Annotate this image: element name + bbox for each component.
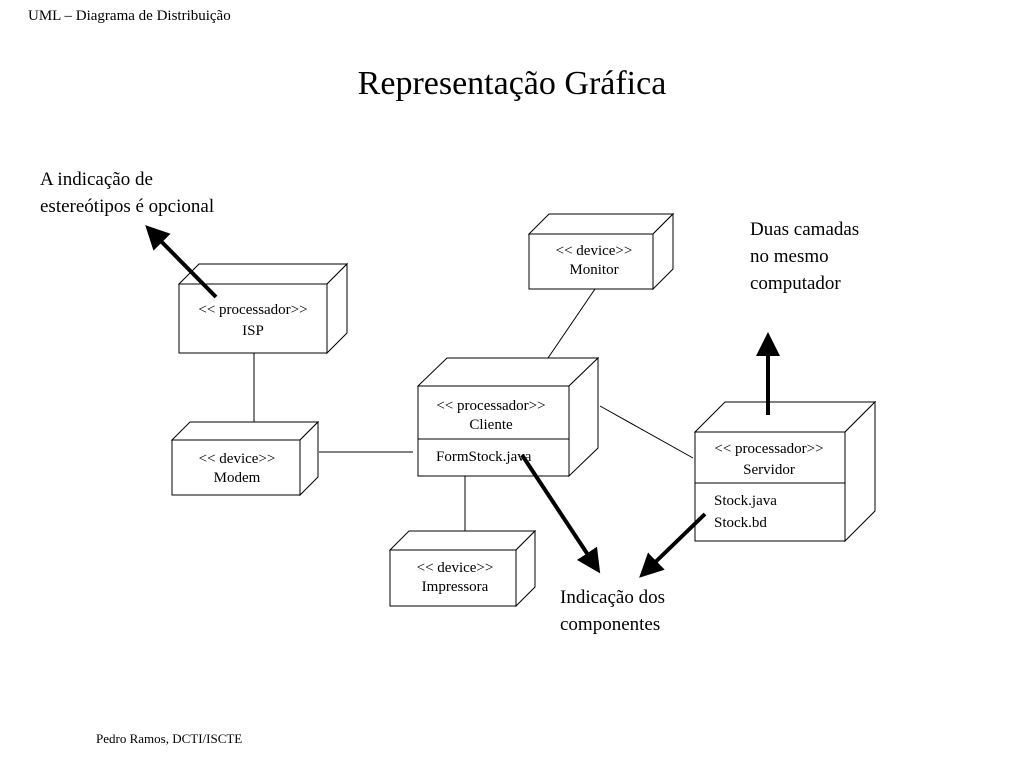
slide-footer: Pedro Ramos, DCTI/ISCTE (96, 731, 243, 746)
arrow-component-cliente (520, 453, 601, 574)
node-servidor: << processador>> Servidor Stock.java Sto… (693, 400, 877, 543)
node-isp-stereotype: << processador>> (198, 302, 307, 318)
node-servidor-name: Servidor (743, 462, 795, 478)
slide-header: UML – Diagrama de Distribuição (28, 8, 231, 24)
node-modem-stereotype: << device>> (199, 451, 276, 467)
node-impressora: << device>> Impressora (388, 529, 537, 608)
link-monitor-cliente (547, 288, 596, 359)
note-stereotypes: A indicação de estereótipos é opcional (40, 169, 215, 217)
node-monitor: << device>> Monitor (527, 212, 675, 291)
component-stock-bd: Stock.bd (714, 515, 767, 531)
component-stock-java: Stock.java (714, 493, 777, 509)
node-servidor-stereotype: << processador>> (714, 441, 823, 457)
arrow-component-servidor (639, 512, 707, 578)
slide-title: Representação Gráfica (357, 65, 667, 102)
node-isp: << processador>> ISP (177, 262, 349, 355)
note-components: Indicação dos componentes (560, 587, 665, 635)
node-cliente: << processador>> Cliente FormStock.java (416, 356, 600, 478)
node-modem: << device>> Modem (170, 420, 320, 497)
node-impressora-stereotype: << device>> (417, 560, 494, 576)
link-cliente-servidor (599, 405, 694, 459)
component-formstock: FormStock.java (436, 449, 532, 465)
node-cliente-name: Cliente (469, 417, 513, 433)
node-modem-name: Modem (214, 470, 261, 486)
arrow-stereotype-note (145, 225, 218, 299)
node-monitor-name: Monitor (569, 262, 618, 278)
node-impressora-name: Impressora (422, 579, 489, 595)
node-isp-name: ISP (242, 323, 264, 339)
node-monitor-stereotype: << device>> (556, 243, 633, 259)
node-cliente-stereotype: << processador>> (436, 398, 545, 414)
note-layers: Duas camadas no mesmo computador (750, 219, 860, 294)
